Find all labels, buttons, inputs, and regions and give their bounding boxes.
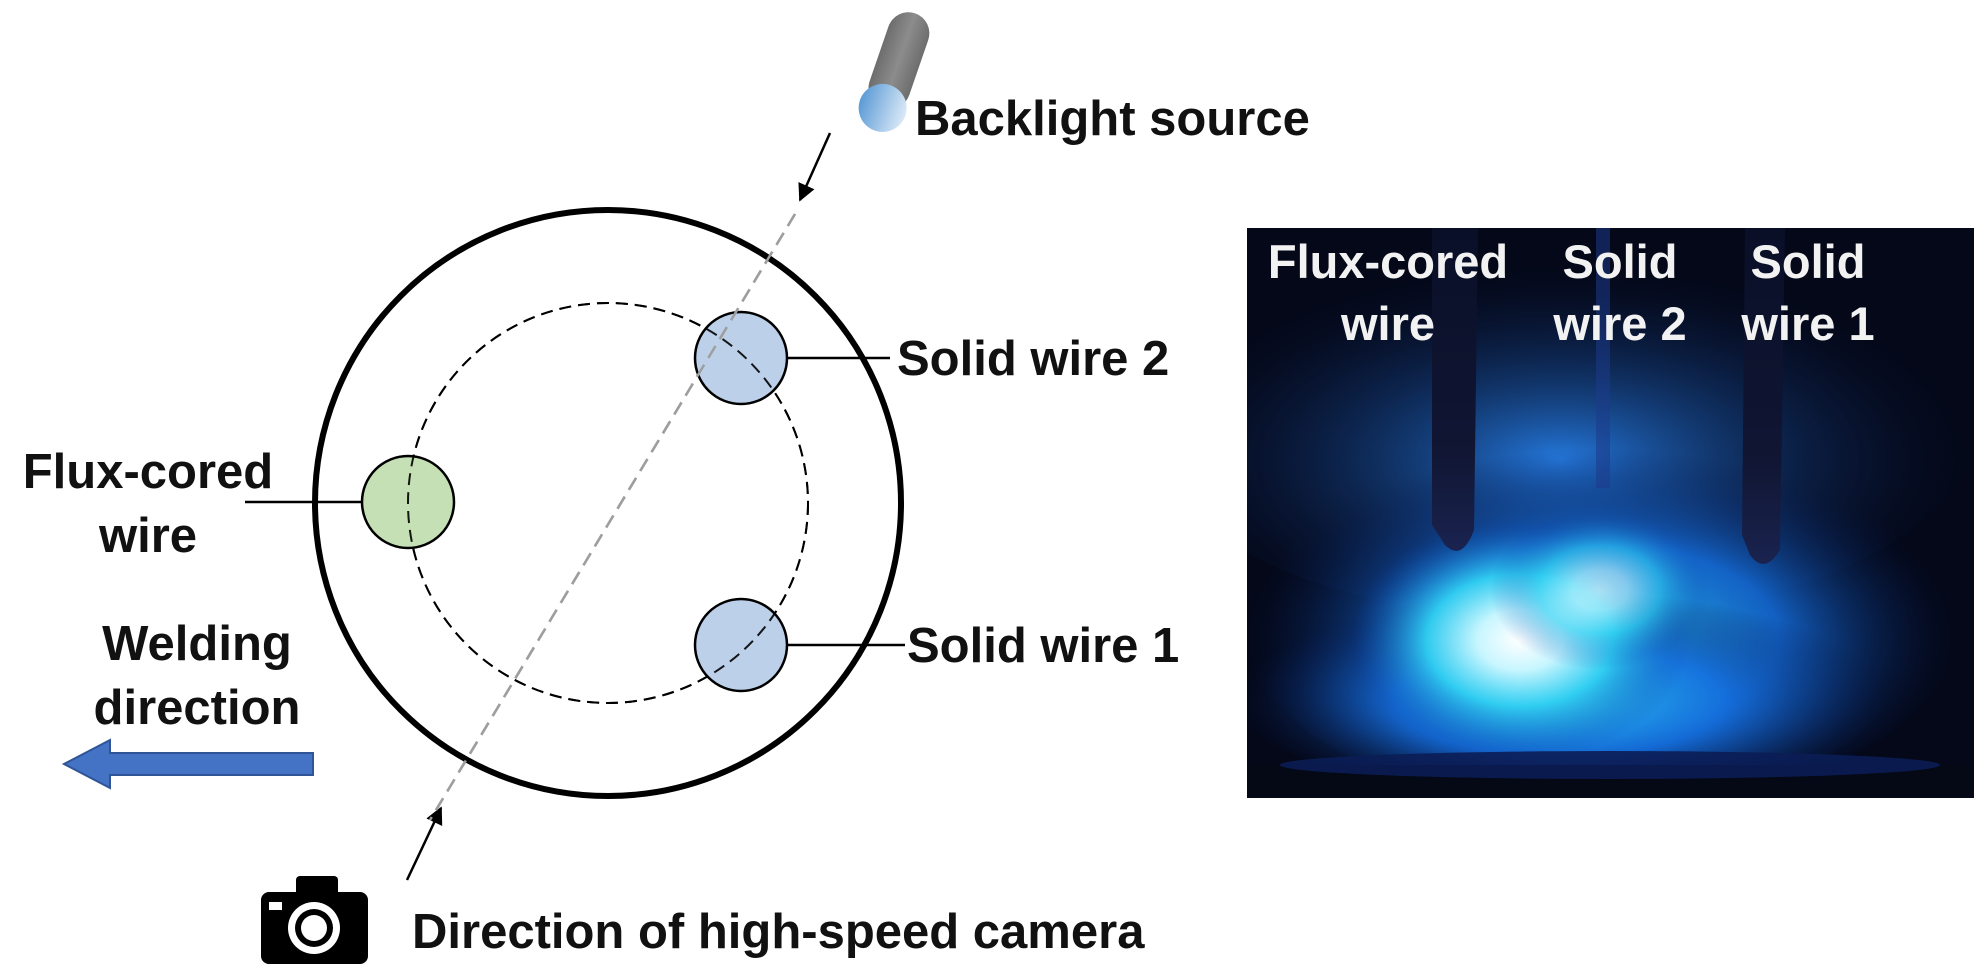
camera-arrow (405, 806, 443, 881)
camera-direction-label: Direction of high-speed camera (412, 905, 1145, 959)
solid-wire-1 (693, 597, 789, 693)
photo-solid-wire-2-label-line1: Solid (1563, 235, 1678, 288)
photo-flux-cored-label-line1: Flux-cored (1268, 235, 1508, 288)
photo-solid-wire-2-label-line2: wire 2 (1552, 297, 1686, 350)
photo-solid-wire-1-label-line2: wire 1 (1740, 297, 1874, 350)
flux-cored-label-line2: wire (98, 509, 197, 563)
photo-solid-wire-1 (1742, 228, 1785, 564)
optical-axis-overlay (428, 213, 797, 821)
photo-solid-wire-1-label-line1: Solid (1751, 235, 1866, 288)
flux-cored-label-line1: Flux-cored (23, 445, 273, 499)
photo-flux-cored-wire (1432, 228, 1478, 551)
arc-photo: Flux-cored wire Solid wire 2 Solid wire … (1247, 228, 1974, 798)
photo-flux-cored-label-line2: wire (1340, 297, 1435, 350)
backlight-arrow (798, 132, 832, 202)
welding-direction-arrow (61, 738, 314, 790)
solid-wire-1-label: Solid wire 1 (907, 619, 1179, 673)
backlight-cylinder-icon (858, 12, 930, 132)
wire-arrangement-circle-overlay (407, 302, 809, 704)
photo-solid-wire-2 (1596, 228, 1610, 488)
backlight-source-label: Backlight source (915, 92, 1310, 146)
welding-direction-label-line1: Welding (102, 617, 292, 671)
welding-direction-label-line2: direction (94, 681, 301, 735)
solid-wire-2 (693, 310, 789, 406)
solid-wire-2-label: Solid wire 2 (897, 332, 1169, 386)
camera-icon (261, 876, 368, 964)
